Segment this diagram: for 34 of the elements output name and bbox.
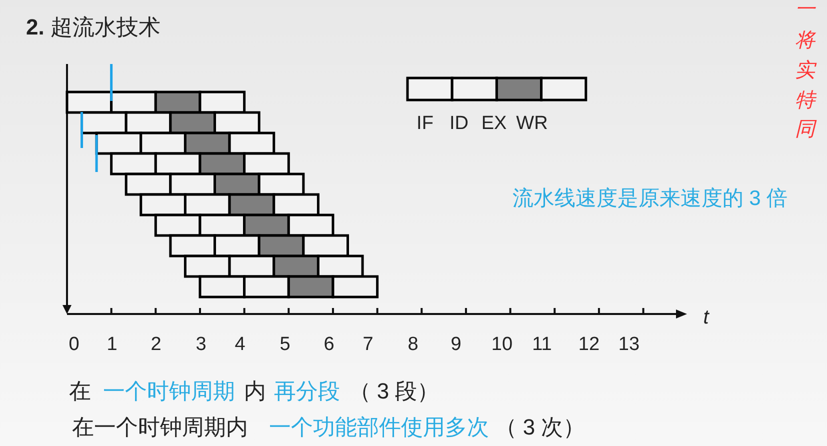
note-text: 实: [795, 58, 815, 82]
axis-label: 11: [532, 334, 552, 356]
caption-text: 在一个时钟周期内: [72, 414, 248, 440]
caption-text: 在: [69, 378, 91, 404]
axis-label: 9: [450, 334, 462, 356]
legend-label: WR: [516, 113, 548, 135]
axis-label: 2: [150, 334, 162, 356]
caption-text: 内: [244, 378, 266, 404]
caption-text: （ 3 段）: [348, 378, 440, 404]
legend-label: EX: [481, 113, 507, 135]
title: 2. 超流水技术: [26, 14, 160, 40]
caption-text: 一个功能部件使用多次: [269, 414, 489, 440]
axis-label: 4: [234, 334, 246, 356]
axis-label: 0: [68, 334, 80, 356]
caption-text: 再分段: [274, 378, 340, 404]
axis-label: 13: [618, 334, 640, 356]
note-text: 流水线速度是原来速度的 3 倍: [512, 186, 788, 212]
axis-label: 6: [324, 334, 334, 356]
axis-title: t: [703, 306, 709, 330]
axis-label: 7: [362, 334, 374, 356]
legend-label: IF: [416, 113, 434, 135]
note-text: 特: [795, 88, 815, 112]
axis-label: 1: [106, 334, 118, 356]
axis-label: 5: [280, 334, 290, 356]
axis-label: 8: [408, 334, 418, 356]
axis-label: 12: [578, 334, 600, 356]
note-text: 同: [795, 118, 815, 140]
axis-label: 3: [196, 334, 206, 356]
note-text: 将: [795, 28, 815, 52]
axis-label: 10: [491, 334, 513, 356]
note-text: 一: [795, 0, 815, 20]
caption-text: （ 3 次）: [494, 414, 586, 440]
legend-label: ID: [450, 113, 468, 135]
caption-text: 一个时钟周期: [103, 378, 235, 404]
